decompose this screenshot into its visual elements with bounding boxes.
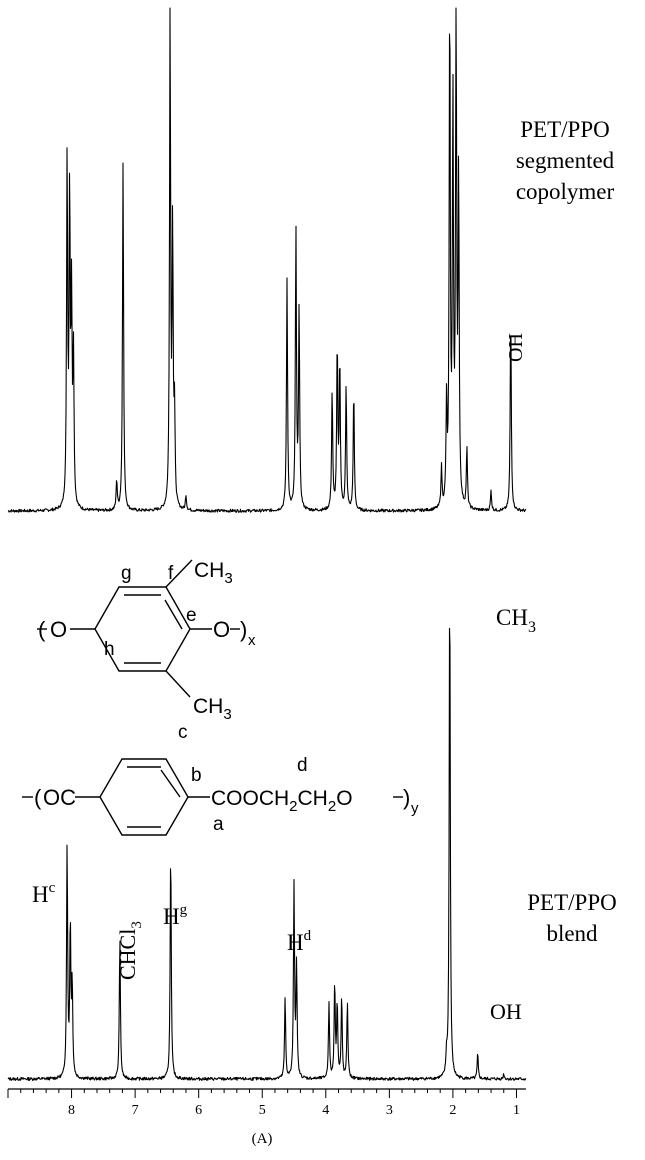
spectrum-segmented-copolymer: PET/PPO segmented copolymer OH <box>7 7 615 513</box>
panel-label-line: PET/PPO <box>520 117 609 142</box>
label-f: f <box>168 563 174 584</box>
x-axis-tick-label: 7 <box>132 1103 139 1118</box>
ppo-structure: ( O CH3 CH3 O ) x g f e h c <box>37 559 256 743</box>
peak-label-oh-copolymer: OH <box>505 333 527 362</box>
panel-label-blend: PET/PPO blend <box>527 890 616 946</box>
x-axis-tick-label: 1 <box>513 1103 520 1118</box>
ppo-close-bracket: ) <box>240 617 247 642</box>
ppo-left-oxygen: O <box>50 617 67 642</box>
panel-label-line: PET/PPO <box>527 890 616 915</box>
spectrum-blend: PET/PPO blend Hc CHCl3 Hg Hd CH3 OH <box>7 605 617 1081</box>
x-axis-tick-label: 8 <box>68 1103 75 1118</box>
x-axis-tick-label: 4 <box>322 1103 329 1118</box>
label-g: g <box>121 563 132 584</box>
ppo-right-oxygen: O <box>213 617 230 642</box>
panel-label-line: segmented <box>516 148 615 173</box>
x-axis-tick-label: 6 <box>195 1103 202 1118</box>
panel-label-line: copolymer <box>516 179 615 204</box>
x-axis: 8 7 6 5 4 3 2 1 <box>7 1088 526 1118</box>
peak-label-hd: Hd <box>287 928 312 955</box>
label-a: a <box>213 814 224 835</box>
spectrum-trace-blend <box>7 627 527 1081</box>
chemical-structures: ( O CH3 CH3 O ) x g f e h c <box>22 559 419 836</box>
x-axis-tick-labels: 8 7 6 5 4 3 2 1 <box>68 1103 520 1118</box>
figure-label: (A) <box>252 1131 273 1147</box>
x-axis-tick-label: 3 <box>386 1103 393 1118</box>
pet-benzene-ring <box>99 758 189 836</box>
label-c: c <box>178 722 188 743</box>
x-axis-ticks <box>7 1089 517 1098</box>
ppo-repeat-x: x <box>248 632 256 649</box>
peak-label-hg: Hg <box>163 902 188 929</box>
label-h: h <box>104 639 115 660</box>
pet-open-bracket: ( <box>34 785 42 810</box>
pet-left-group: OC <box>43 785 76 810</box>
x-axis-tick-label: 2 <box>449 1103 456 1118</box>
spectrum-trace-copolymer <box>7 7 527 513</box>
pet-ester-chain: COOCH2CH2O <box>211 787 353 815</box>
label-e: e <box>186 605 197 626</box>
label-b: b <box>191 765 202 786</box>
pet-structure: ( OC COOCH2CH2O ) y b a d <box>22 755 419 836</box>
label-d: d <box>297 755 308 776</box>
pet-repeat-y: y <box>411 800 419 817</box>
panel-label-copolymer: PET/PPO segmented copolymer <box>516 117 615 204</box>
peak-label-oh-blend: OH <box>490 999 522 1024</box>
peak-label-chcl3: CHCl3 <box>115 921 145 980</box>
panel-label-line: blend <box>546 921 598 946</box>
pet-close-bracket: ) <box>403 785 410 810</box>
peak-label-ch3: CH3 <box>496 605 536 636</box>
ppo-methyl-bottom: CH3 <box>193 695 232 723</box>
x-axis-tick-label: 5 <box>259 1103 266 1118</box>
ppo-methyl-top: CH3 <box>194 559 233 587</box>
peak-label-hc: Hc <box>32 880 56 907</box>
